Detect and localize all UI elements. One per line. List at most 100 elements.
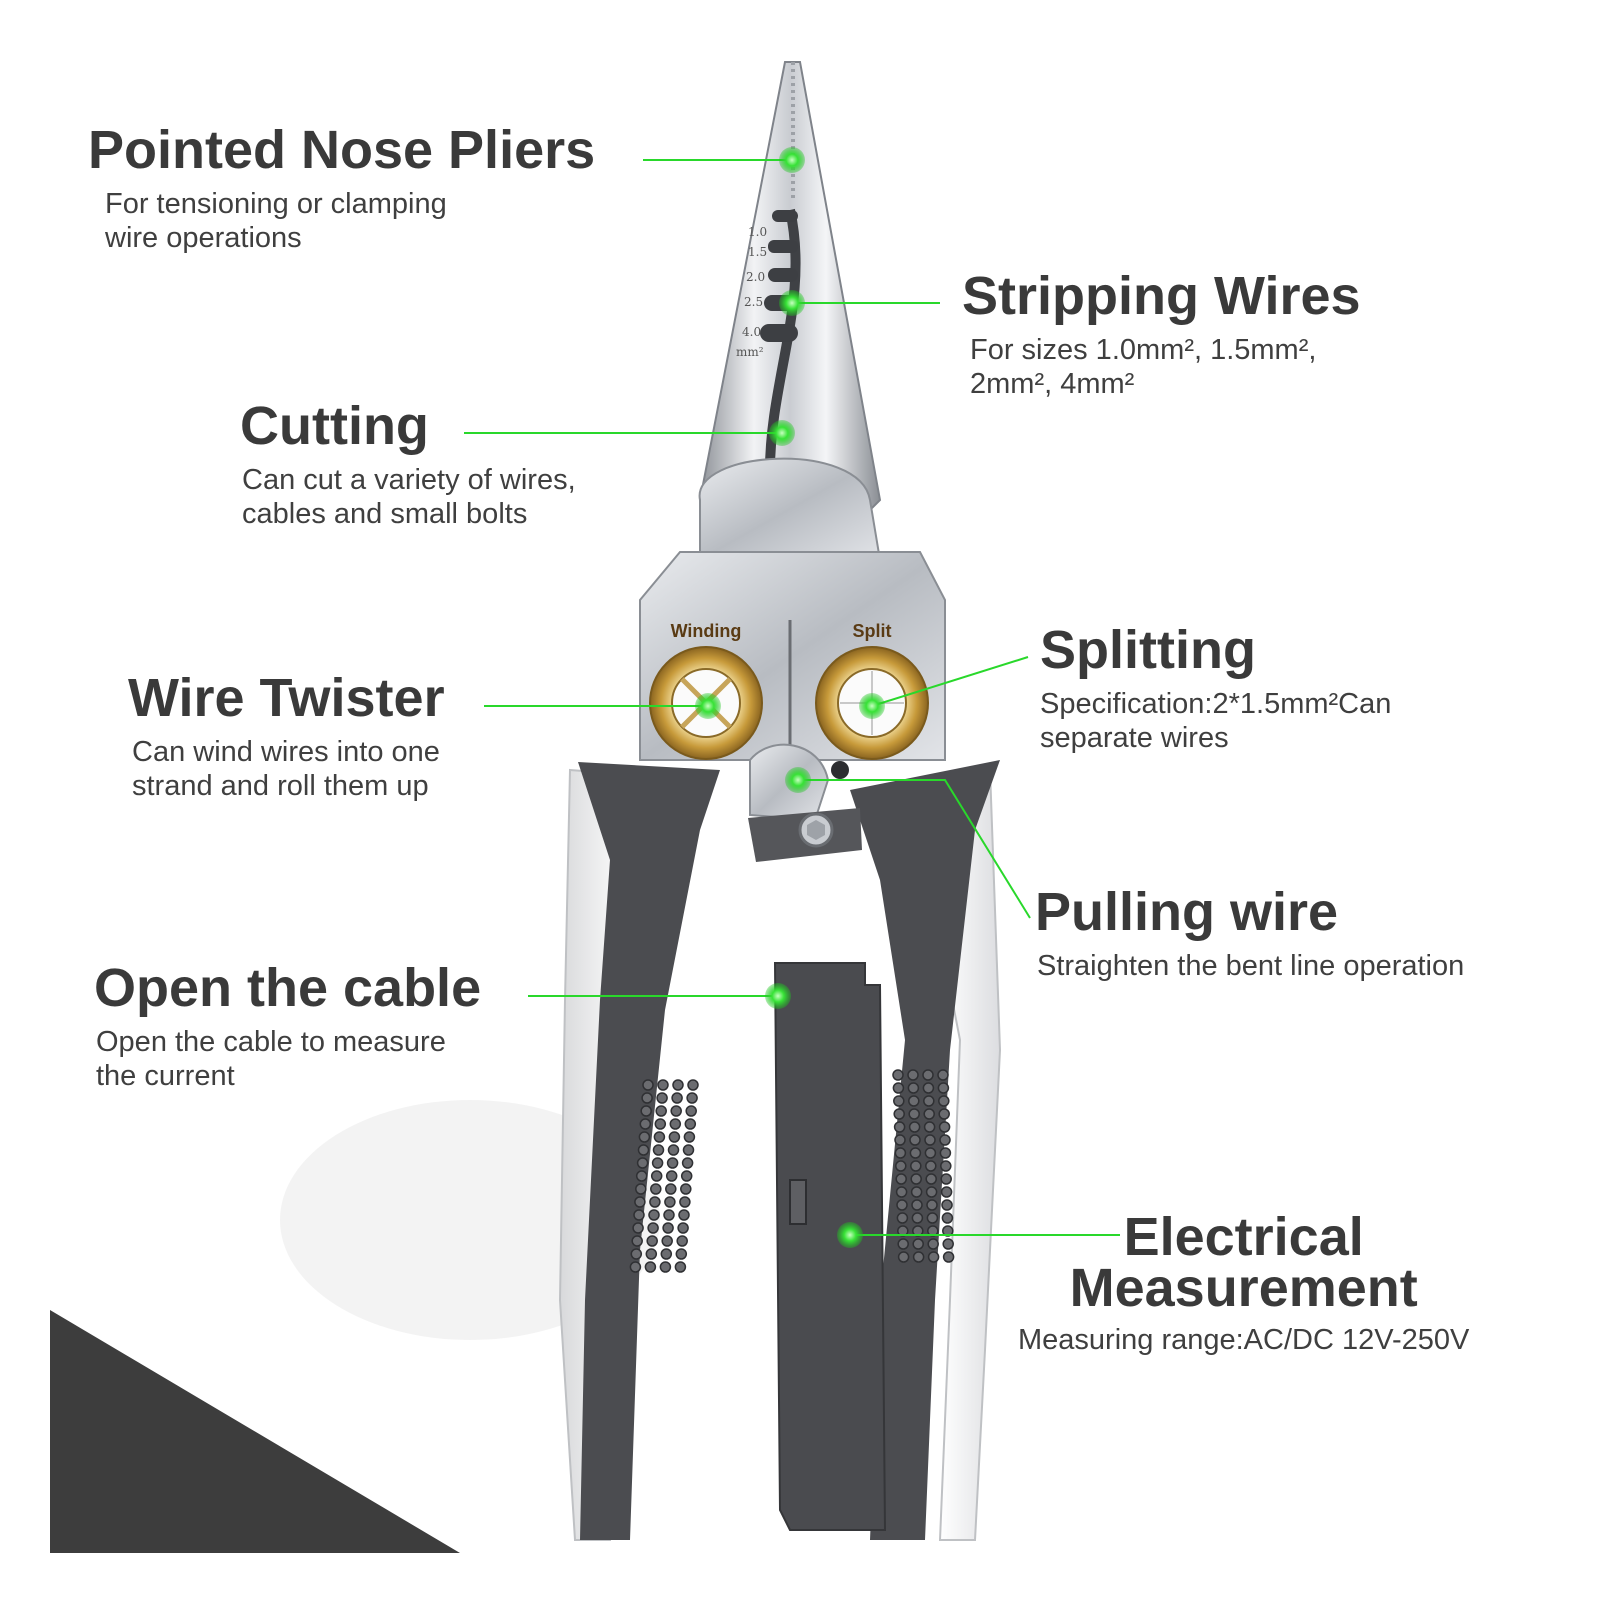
grip-dot	[941, 1212, 954, 1224]
grip-dot	[895, 1160, 907, 1172]
pulling-hole	[831, 761, 849, 779]
callout-title: Cutting	[240, 396, 429, 456]
grip-dot	[674, 1261, 687, 1273]
grip-dot	[632, 1222, 644, 1234]
tester-clip	[789, 1179, 807, 1225]
grip-dot	[922, 1069, 934, 1081]
grip-dot	[637, 1144, 650, 1156]
grip-dot	[922, 1082, 935, 1094]
grip-dot	[911, 1212, 924, 1224]
grip-dot	[671, 1092, 683, 1104]
grip-dot	[940, 1186, 953, 1198]
callout-dot-pulling	[785, 767, 811, 793]
grip-dot	[656, 1092, 668, 1104]
grip-dot	[635, 1170, 648, 1182]
grip-dot	[925, 1173, 937, 1185]
grip-dot	[645, 1248, 658, 1260]
corner-shadow-triangle	[50, 1310, 460, 1553]
grip-dot	[942, 1251, 955, 1263]
callout-title: Electrical Measurement	[1018, 1210, 1469, 1319]
description-line: Measuring range:AC/DC 12V-250V	[1018, 1323, 1470, 1356]
description-line: For sizes 1.0mm², 1.5mm²,	[970, 333, 1317, 366]
grip-dot	[662, 1222, 674, 1234]
grip-dot	[938, 1108, 950, 1120]
description-line: For tensioning or clamping	[105, 187, 447, 220]
grip-dot	[629, 1261, 642, 1273]
description-line: Specification:2*1.5mm²Can	[1040, 687, 1392, 720]
description-line: cables and small bolts	[242, 498, 528, 531]
callout-description: For tensioning or clamping wire operatio…	[105, 187, 595, 257]
description-line: separate wires	[1040, 722, 1229, 755]
callout-dot-open-cable	[765, 983, 791, 1009]
grip-dot	[640, 1105, 652, 1117]
grip-dot	[663, 1209, 675, 1221]
callout-dot-electrical	[837, 1222, 863, 1248]
callout-dot-stripping	[779, 290, 805, 316]
callout-title: Pointed Nose Pliers	[88, 120, 596, 180]
grip-dot	[925, 1186, 938, 1198]
grip-dot	[923, 1108, 935, 1120]
grip-dot	[651, 1157, 664, 1169]
description-line: wire operations	[105, 222, 302, 255]
grip-dot	[639, 1118, 652, 1130]
callout-lines	[464, 159, 1120, 1236]
callout-open-cable: Open the cable Open the cable to measure…	[94, 960, 481, 1094]
grip-dot	[892, 1069, 904, 1081]
grip-dot	[657, 1079, 669, 1091]
grip-dot	[655, 1105, 667, 1117]
grip-dot	[909, 1147, 922, 1159]
grip-dot	[923, 1095, 935, 1107]
grip-dot	[895, 1173, 907, 1185]
grip-dot	[684, 1118, 697, 1130]
grip-dot	[653, 1131, 666, 1143]
grip-dot	[668, 1131, 681, 1143]
description-line: Open the cable to measure	[96, 1025, 446, 1058]
gauge-label-2-5: 2.5	[744, 295, 763, 309]
grip-dot	[680, 1183, 692, 1195]
grip-dot	[676, 1235, 688, 1247]
grip-dot	[911, 1199, 923, 1211]
grip-dot	[682, 1144, 695, 1156]
grip-dot	[670, 1105, 682, 1117]
callout-title: Stripping Wires	[962, 266, 1361, 326]
grip-dot	[940, 1173, 952, 1185]
description-line: the current	[96, 1060, 235, 1093]
grip-dot	[633, 1209, 645, 1221]
callout-description: Open the cable to measure the current	[96, 1025, 481, 1095]
grip-dot	[635, 1183, 647, 1195]
callout-title: Open the cable	[94, 958, 482, 1018]
pivot-joint	[698, 457, 882, 561]
grip-dot	[939, 1147, 952, 1159]
grip-dot	[910, 1160, 922, 1172]
callout-description: Can wind wires into one strand and roll …	[132, 735, 445, 805]
gauge-unit: mm²	[736, 345, 764, 359]
description-line: strand and roll them up	[132, 770, 429, 803]
grip-dot	[661, 1235, 673, 1247]
callout-electrical-measurement: Electrical Measurement Measuring range:A…	[1018, 1210, 1470, 1357]
grip-dot	[927, 1238, 939, 1250]
grip-dot	[686, 1092, 698, 1104]
grip-dot	[666, 1157, 679, 1169]
grip-dot	[896, 1212, 909, 1224]
grip-dot	[667, 1144, 680, 1156]
grip-dot	[687, 1079, 699, 1091]
grip-dot	[665, 1170, 678, 1182]
grip-dot	[937, 1069, 949, 1081]
grip-dot	[938, 1121, 951, 1133]
grip-dot	[664, 1196, 676, 1208]
grip-dot	[647, 1222, 659, 1234]
grip-dot	[924, 1134, 936, 1146]
title-line: Measurement	[1069, 1258, 1418, 1319]
grip-dot	[940, 1160, 952, 1172]
grip-dot	[893, 1095, 905, 1107]
callout-description: For sizes 1.0mm², 1.5mm², 2mm², 4mm²	[970, 333, 1361, 403]
grip-dot	[894, 1134, 906, 1146]
callout-title: Wire Twister	[128, 668, 445, 728]
grip-dot	[912, 1238, 924, 1250]
grip-dot	[894, 1147, 907, 1159]
callout-pointed-nose: Pointed Nose Pliers For tensioning or cl…	[88, 122, 595, 256]
grip-dot	[642, 1079, 654, 1091]
grip-dot	[675, 1248, 688, 1260]
grip-dot	[652, 1144, 665, 1156]
